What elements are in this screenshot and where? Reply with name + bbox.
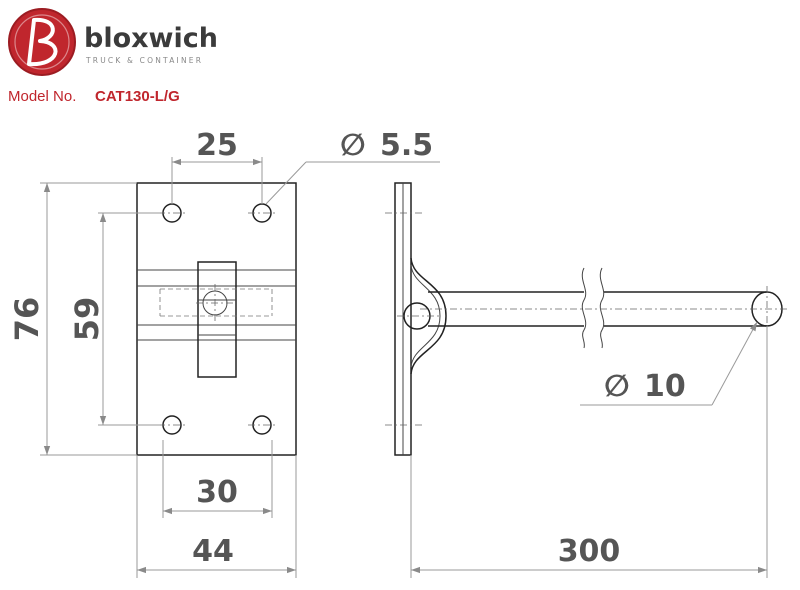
dimension-hinge-width: 30 — [196, 475, 238, 510]
dimension-hole-diameter: 5.5 — [380, 128, 433, 163]
side-view — [385, 182, 790, 456]
model-number-label: Model No. — [8, 88, 76, 105]
dimension-rod-length: 300 — [558, 534, 621, 569]
hinge-eye — [410, 257, 447, 375]
hinge-knuckle — [197, 261, 237, 378]
model-number-value: CAT130-L/G — [95, 88, 180, 105]
dimension-rod-diameter: 10 — [644, 369, 686, 404]
dimension-diameter-symbol: ∅ — [340, 128, 366, 163]
brand-logo — [8, 8, 76, 76]
brand-tagline: TRUCK & CONTAINER — [85, 56, 203, 65]
brand-name: bloxwich — [84, 23, 218, 54]
mounting-holes — [158, 203, 276, 435]
dimension-plate-width: 44 — [192, 534, 234, 569]
dimension-hole-spacing-vertical: 59 — [68, 297, 106, 342]
dimension-rod-diameter-symbol: ∅ — [604, 369, 630, 404]
mounting-plate — [136, 182, 297, 456]
front-view — [136, 182, 297, 456]
dimension-overall-height: 76 — [8, 297, 46, 342]
dimension-hole-spacing-top: 25 — [196, 128, 238, 163]
